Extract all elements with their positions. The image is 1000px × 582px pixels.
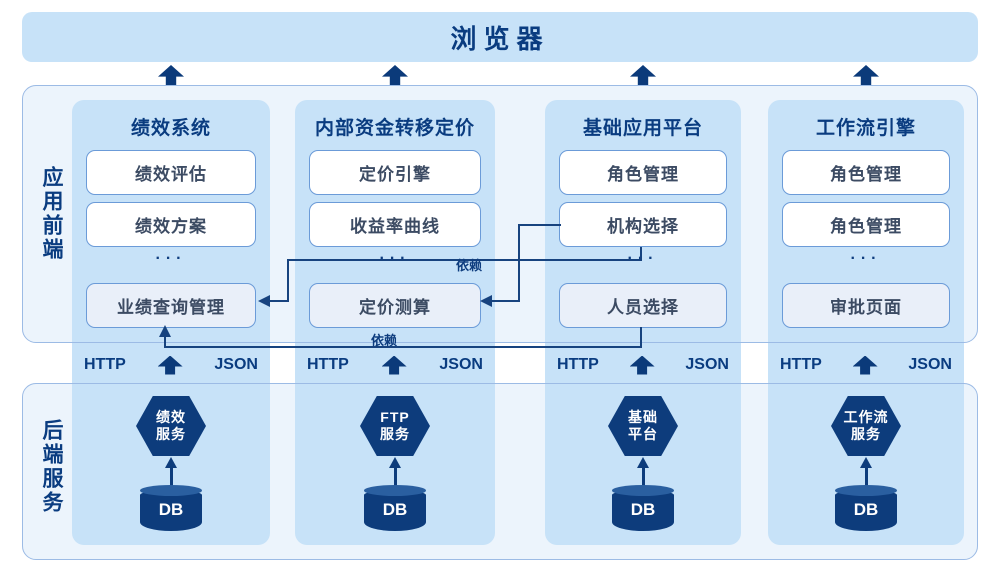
db-to-service-arrowhead-icon xyxy=(637,457,649,468)
frontend-section-label: 应用前端 xyxy=(40,166,63,262)
browser-request-arrow-icon xyxy=(158,65,184,85)
module-box: 角色管理 xyxy=(782,202,950,247)
column-title: 内部资金转移定价 xyxy=(314,118,475,139)
dependency-line-segment xyxy=(164,334,166,348)
featured-module-box: 人员选择 xyxy=(559,283,727,328)
http-label: HTTP xyxy=(307,356,349,373)
dependency-line-segment xyxy=(287,259,642,261)
dependency-line-segment xyxy=(287,259,289,302)
dependency-label: 依赖 xyxy=(371,333,398,348)
dependency-arrowhead-icon xyxy=(258,295,270,307)
service-name-line2: 服务 xyxy=(851,426,881,442)
request-arrow-icon xyxy=(381,355,407,375)
protocol-row: HTTP JSON xyxy=(545,352,741,378)
featured-module-box: 审批页面 xyxy=(782,283,950,328)
json-label: JSON xyxy=(908,356,952,373)
db-cylinder-body xyxy=(612,490,674,531)
dependency-line-segment xyxy=(492,300,520,302)
db-to-service-arrowhead-icon xyxy=(389,457,401,468)
json-label: JSON xyxy=(685,356,729,373)
ellipsis-dots: ··· xyxy=(155,250,187,267)
db-cylinder-body xyxy=(364,490,426,531)
service-name-line1: 绩效 xyxy=(156,408,186,425)
service-hexagon: 绩效 服务 xyxy=(136,396,206,456)
db-to-service-line xyxy=(864,466,868,486)
request-arrow-icon xyxy=(852,355,878,375)
module-box: 角色管理 xyxy=(559,150,727,195)
request-arrow-icon xyxy=(157,355,183,375)
module-box: 机构选择 xyxy=(559,202,727,247)
dependency-arrowhead-icon xyxy=(480,295,492,307)
service-name-line1: FTP xyxy=(380,408,410,425)
http-label: HTTP xyxy=(557,356,599,373)
db-label: DB xyxy=(630,500,656,519)
service-hexagon: 基础 平台 xyxy=(608,396,678,456)
service-name-line1: 基础 xyxy=(628,408,658,425)
dependency-line-segment xyxy=(640,247,642,261)
dependency-line-segment xyxy=(270,300,289,302)
db-cylinder: DB xyxy=(835,485,897,531)
column-performance-system: 绩效系统 绩效评估 绩效方案 ··· 业绩查询管理 HTTP JSON 绩效 服… xyxy=(72,100,270,545)
db-to-service-line xyxy=(169,466,173,486)
dependency-arrowhead-icon xyxy=(159,325,171,337)
db-cylinder-top xyxy=(140,485,202,496)
service-name-line2: 服务 xyxy=(380,426,410,442)
module-box: 收益率曲线 xyxy=(309,202,481,247)
db-cylinder-body xyxy=(140,490,202,531)
db-cylinder-top xyxy=(612,485,674,496)
json-label: JSON xyxy=(439,356,483,373)
db-to-service-line xyxy=(641,466,645,486)
service-hexagon: 工作流 服务 xyxy=(831,396,901,456)
browser-request-arrow-icon xyxy=(630,65,656,85)
module-box: 绩效方案 xyxy=(86,202,256,247)
browser-request-arrow-icon xyxy=(853,65,879,85)
module-box: 角色管理 xyxy=(782,150,950,195)
column-title: 绩效系统 xyxy=(130,118,211,139)
browser-bar: 浏览器 xyxy=(22,12,978,62)
service-name-line2: 服务 xyxy=(156,426,186,442)
module-box: 绩效评估 xyxy=(86,150,256,195)
column-base-platform: 基础应用平台 角色管理 机构选择 ··· 人员选择 HTTP JSON 基础 平… xyxy=(545,100,741,545)
browser-request-arrow-icon xyxy=(382,65,408,85)
db-to-service-line xyxy=(393,466,397,486)
http-label: HTTP xyxy=(780,356,822,373)
request-arrow-icon xyxy=(629,355,655,375)
dependency-line-segment xyxy=(640,327,642,348)
column-ftp-pricing: 内部资金转移定价 定价引擎 收益率曲线 ··· 定价测算 HTTP JSON F… xyxy=(295,100,495,545)
featured-module-box: 业绩查询管理 xyxy=(86,283,256,328)
dependency-line-segment xyxy=(518,224,561,226)
db-to-service-arrowhead-icon xyxy=(165,457,177,468)
dependency-label: 依赖 xyxy=(456,258,483,273)
service-name-line1: 工作流 xyxy=(843,408,889,425)
column-title: 工作流引擎 xyxy=(815,118,916,139)
browser-title: 浏览器 xyxy=(450,23,550,54)
http-label: HTTP xyxy=(84,356,126,373)
json-label: JSON xyxy=(214,356,258,373)
column-title: 基础应用平台 xyxy=(582,118,703,139)
db-cylinder-body xyxy=(835,490,897,531)
service-name-line2: 平台 xyxy=(628,426,658,442)
db-cylinder: DB xyxy=(140,485,202,531)
column-workflow-engine: 工作流引擎 角色管理 角色管理 ··· 审批页面 HTTP JSON 工作流 服… xyxy=(768,100,964,545)
db-label: DB xyxy=(382,500,408,519)
db-to-service-arrowhead-icon xyxy=(860,457,872,468)
protocol-row: HTTP JSON xyxy=(295,352,495,378)
module-box: 定价引擎 xyxy=(309,150,481,195)
db-cylinder: DB xyxy=(612,485,674,531)
ellipsis-dots: ··· xyxy=(295,250,495,268)
db-cylinder-top xyxy=(835,485,897,496)
ellipsis-dots: ··· xyxy=(850,250,882,267)
dependency-line-segment xyxy=(164,346,642,348)
db-cylinder-top xyxy=(364,485,426,496)
protocol-row: HTTP JSON xyxy=(72,352,270,378)
db-label: DB xyxy=(853,500,879,519)
featured-module-box: 定价测算 xyxy=(309,283,481,328)
dependency-line-segment xyxy=(518,224,520,302)
db-cylinder: DB xyxy=(364,485,426,531)
backend-section-label: 后端服务 xyxy=(40,419,63,515)
protocol-row: HTTP JSON xyxy=(768,352,964,378)
service-hexagon: FTP 服务 xyxy=(360,396,430,456)
db-label: DB xyxy=(158,500,184,519)
